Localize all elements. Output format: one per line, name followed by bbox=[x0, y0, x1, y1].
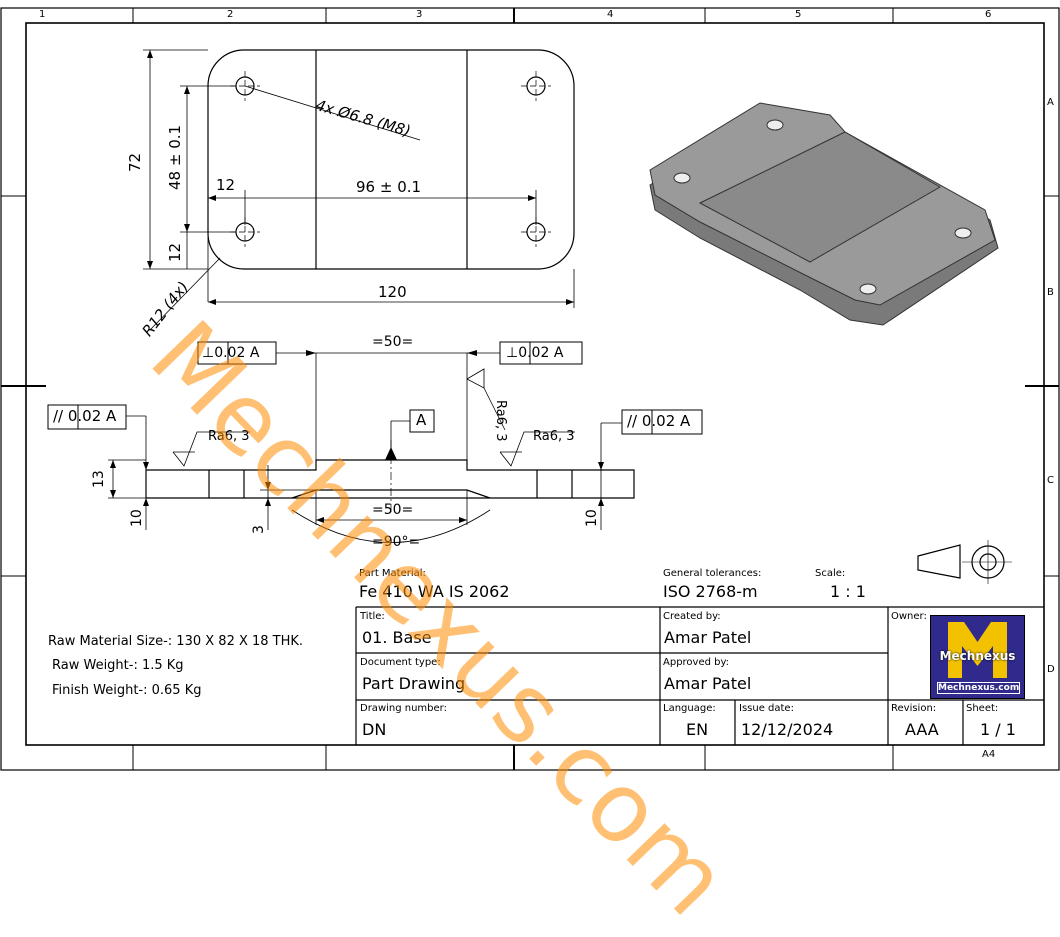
dim-groove-width-top: =50= bbox=[372, 334, 414, 350]
language-label: Language: bbox=[663, 703, 716, 714]
row-label-b: B bbox=[1047, 287, 1054, 298]
dim-base-thickness-right: 10 bbox=[584, 509, 600, 527]
col-label-6: 6 bbox=[985, 9, 992, 20]
m-logo-icon bbox=[948, 622, 1007, 678]
dim-groove-width-bottom: =50= bbox=[372, 502, 414, 518]
datum-label: A bbox=[416, 411, 427, 429]
col-label-1: 1 bbox=[39, 9, 46, 20]
note-raw-size: Raw Material Size-: 130 X 82 X 18 THK. bbox=[48, 634, 304, 649]
col-label-4: 4 bbox=[607, 9, 614, 20]
dim-height-overall: 72 bbox=[126, 152, 144, 172]
sheet-label: Sheet: bbox=[966, 703, 999, 714]
part-material-label: Part Material: bbox=[359, 568, 426, 579]
title-value: 01. Base bbox=[362, 628, 432, 647]
dim-groove-depth: 3 bbox=[251, 525, 267, 534]
drawing-no-value: DN bbox=[362, 720, 387, 739]
general-tol-label: General tolerances: bbox=[663, 568, 762, 579]
title-label: Title: bbox=[360, 611, 385, 622]
dim-edge-offset-vertical: 12 bbox=[166, 242, 184, 262]
approved-label: Approved by: bbox=[663, 657, 730, 668]
col-label-5: 5 bbox=[795, 9, 802, 20]
general-tol: ISO 2768-m bbox=[663, 582, 758, 601]
dim-hole-pitch-horizontal: 96 ± 0.1 bbox=[356, 178, 422, 196]
col-label-2: 2 bbox=[227, 9, 234, 20]
sheet-value: 1 / 1 bbox=[980, 720, 1016, 739]
dim-step-height: 13 bbox=[91, 470, 107, 488]
row-label-d: D bbox=[1047, 664, 1055, 675]
row-label-c: C bbox=[1047, 475, 1054, 486]
gdt-perp-right: ⊥0.02 A bbox=[506, 345, 564, 361]
scale-value: 1 : 1 bbox=[830, 582, 866, 601]
revision-value: AAA bbox=[905, 720, 939, 739]
dim-edge-offset-horizontal: 12 bbox=[216, 176, 236, 194]
issue-value: 12/12/2024 bbox=[741, 720, 834, 739]
gdt-perp-left: ⊥0.02 A bbox=[202, 345, 260, 361]
language-value: EN bbox=[686, 720, 709, 739]
part-material: Fe 410 WA IS 2062 bbox=[359, 582, 510, 601]
gdt-parallel-left: // 0.02 A bbox=[53, 407, 117, 425]
dim-hole-pitch-vertical: 48 ± 0.1 bbox=[166, 124, 184, 190]
drawing-no-label: Drawing number: bbox=[360, 703, 447, 714]
approved-value: Amar Patel bbox=[664, 674, 752, 693]
dim-groove-angle: =90°= bbox=[372, 534, 421, 550]
revision-label: Revision: bbox=[891, 703, 937, 714]
logo-url: Mechnexus.com bbox=[937, 682, 1020, 694]
note-finish-weight: Finish Weight-: 0.65 Kg bbox=[52, 683, 202, 698]
doctype-value: Part Drawing bbox=[362, 674, 466, 693]
created-label: Created by: bbox=[663, 611, 721, 622]
owner-label: Owner: bbox=[891, 611, 927, 622]
created-value: Amar Patel bbox=[664, 628, 752, 647]
col-label-3: 3 bbox=[416, 9, 423, 20]
note-raw-weight: Raw Weight-: 1.5 Kg bbox=[52, 658, 184, 673]
dim-width-overall: 120 bbox=[378, 283, 407, 301]
drawing-sheet bbox=[0, 7, 1060, 771]
doctype-label: Document type: bbox=[360, 657, 441, 668]
gdt-parallel-right: // 0.02 A bbox=[627, 412, 691, 430]
sheet-size: A4 bbox=[982, 749, 996, 760]
scale-label: Scale: bbox=[815, 568, 846, 579]
row-label-a: A bbox=[1047, 97, 1054, 108]
owner-logo: Mechnexus Mechnexus.com bbox=[930, 615, 1025, 699]
logo-brand: Mechnexus bbox=[939, 649, 1016, 663]
roughness-left: Ra6, 3 bbox=[208, 429, 250, 444]
roughness-top: Ra6, 3 bbox=[493, 400, 508, 442]
dim-base-thickness-left: 10 bbox=[129, 509, 145, 527]
roughness-right: Ra6, 3 bbox=[533, 429, 575, 444]
issue-label: Issue date: bbox=[739, 703, 794, 714]
